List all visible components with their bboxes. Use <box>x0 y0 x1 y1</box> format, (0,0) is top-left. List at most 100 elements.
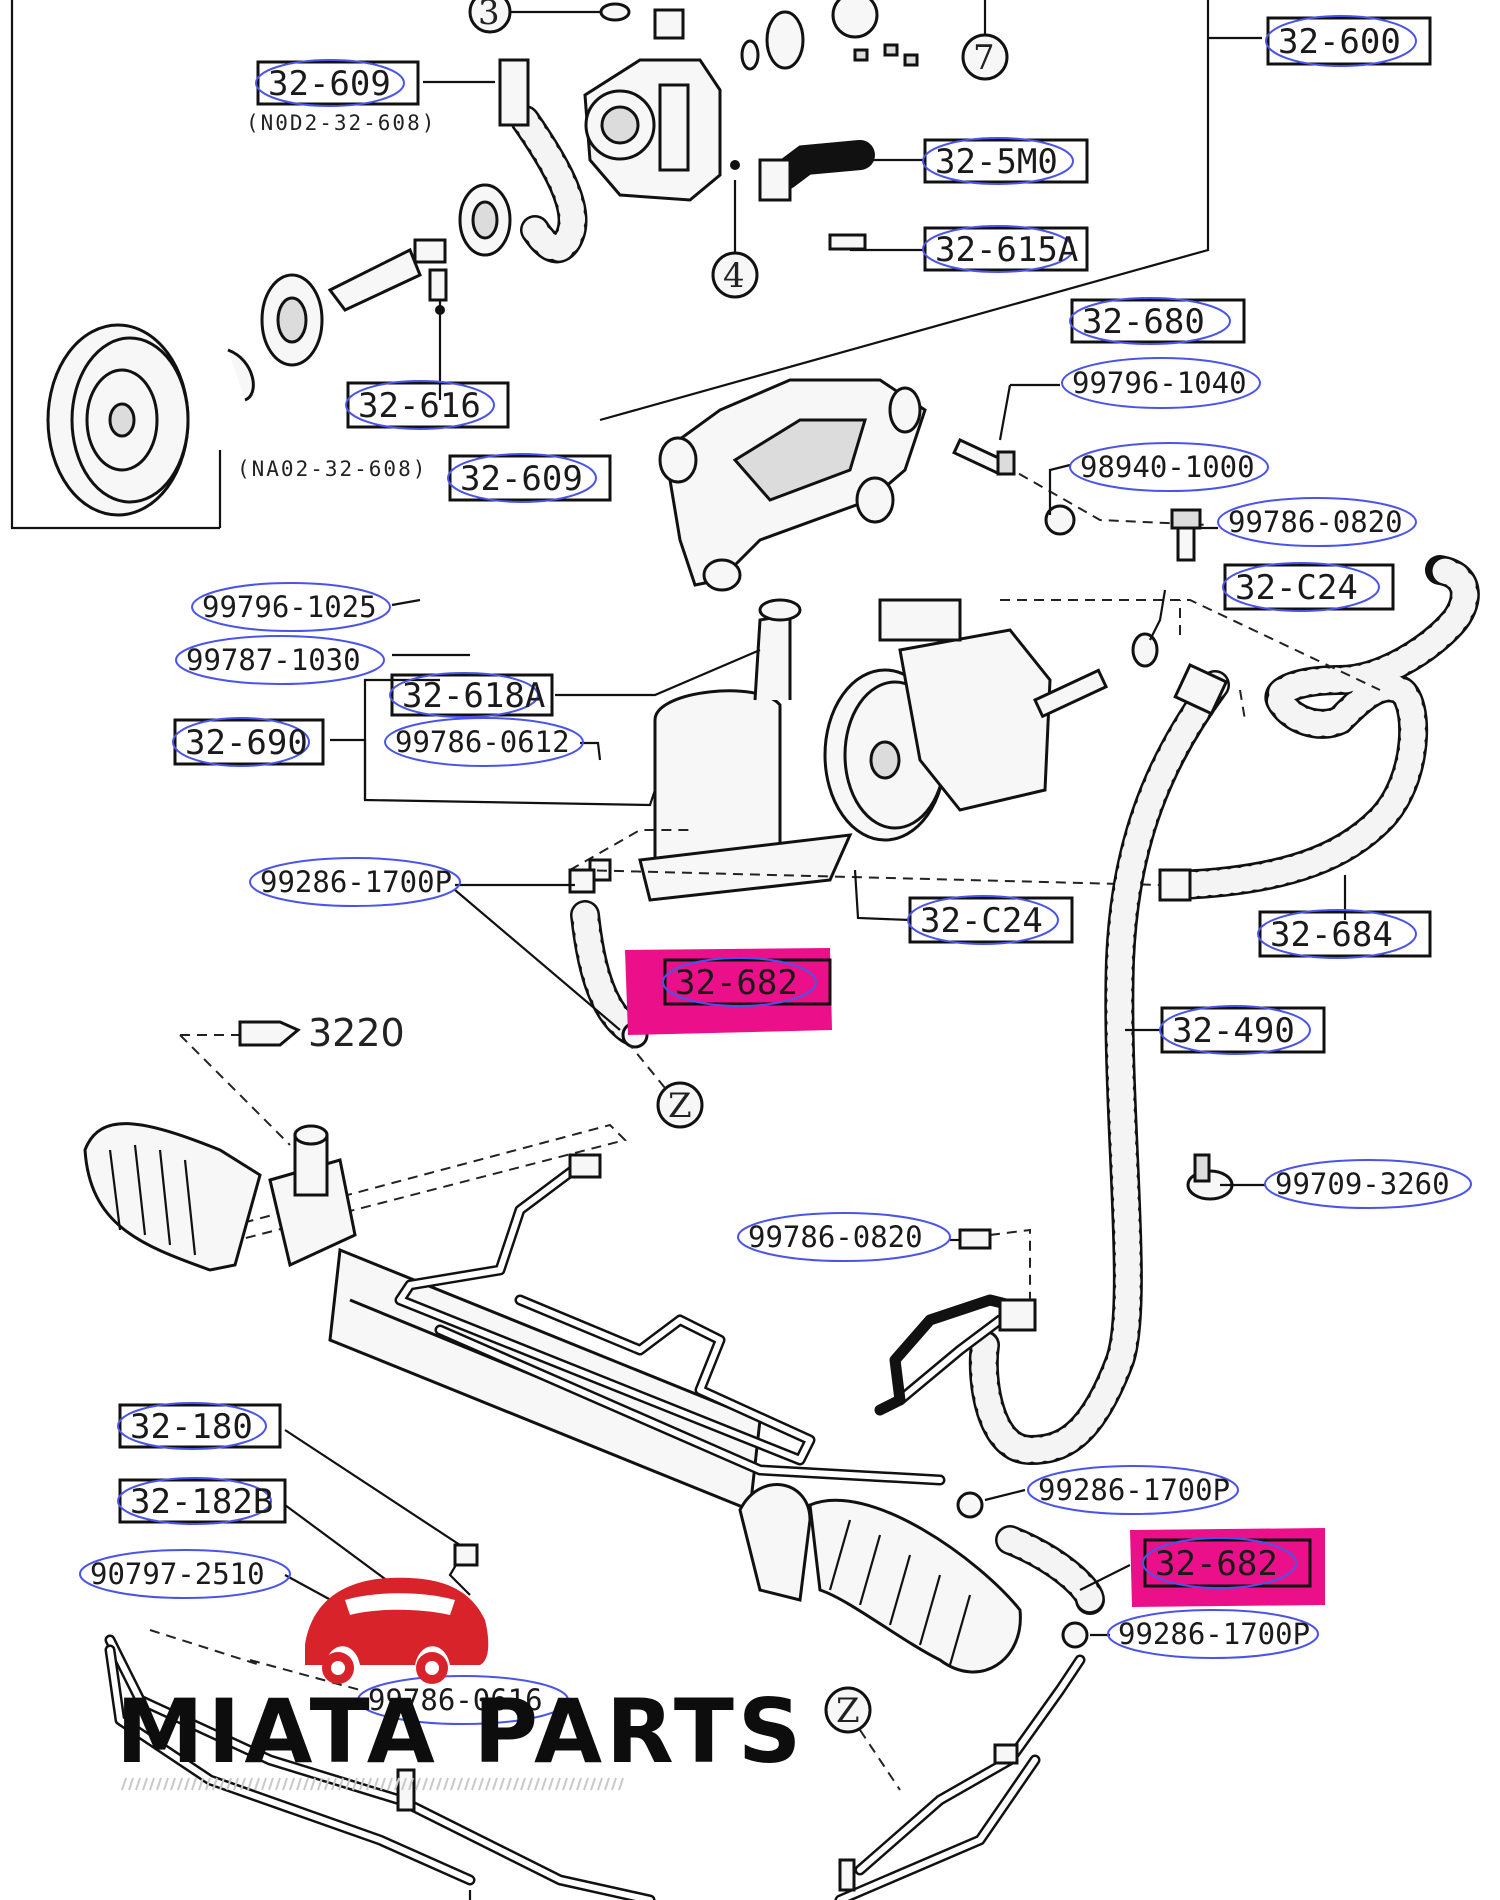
callout-32-684: 32-684 <box>1257 909 1432 959</box>
ref-3220: 3220 <box>179 1011 405 1146</box>
callout-oval <box>175 635 385 685</box>
callout-text: 32-615A <box>935 230 1078 270</box>
callout-text: 32-600 <box>1278 22 1401 62</box>
callout-text: 32-C24 <box>920 901 1043 941</box>
bolt-99796-1040 <box>952 438 1016 476</box>
pipe-pressure-top <box>758 140 875 202</box>
callout-box <box>346 381 510 429</box>
callout-99786-0820-top: 99786-0820 <box>1217 497 1417 547</box>
pump-pulley <box>46 183 512 517</box>
callout-32-180: 32-180 <box>117 1402 282 1450</box>
callout-32-c24-mid: 32-C24 <box>907 895 1074 945</box>
callout-32-5m0: 32-5M0 <box>922 137 1089 185</box>
callout-99709-3260: 99709-3260 <box>1264 1159 1472 1209</box>
callout-text: 99286-1700P <box>1118 1617 1310 1651</box>
callout-text: 32-690 <box>185 723 308 763</box>
circled-ref-3: 3 <box>468 0 631 34</box>
svg-text:7: 7 <box>973 38 995 78</box>
svg-text:3: 3 <box>478 0 500 33</box>
circled-ref-7: 7 <box>961 0 1009 81</box>
svg-text:Z: Z <box>836 1691 860 1731</box>
callout-oval <box>1061 357 1261 409</box>
callout-99796-1040: 99796-1040 <box>1061 357 1261 409</box>
callout-oval <box>389 672 539 718</box>
callout-text: 90797-2510 <box>90 1557 265 1591</box>
hose-32-682-bottom <box>956 1491 1105 1649</box>
callout-text: 99786-0820 <box>748 1220 923 1254</box>
callout-text: 99786-0820 <box>1228 505 1403 539</box>
callout-oval <box>1107 1609 1319 1659</box>
callout-box <box>173 718 325 766</box>
callout-text: 32-5M0 <box>935 142 1058 182</box>
callout-oval <box>907 895 1059 945</box>
callout-box <box>1160 1006 1326 1054</box>
callout-oval <box>737 1212 951 1262</box>
callout-text: 99286-1700P <box>260 865 452 899</box>
bolt-99786-0820-mid <box>958 1228 992 1250</box>
callout-32-609-mid: 32-609 <box>447 453 612 503</box>
callout-box <box>118 1478 287 1524</box>
callout-oval <box>1257 909 1417 959</box>
callout-text: 99286-1700P <box>1038 1473 1230 1507</box>
callout-text: 98940-1000 <box>1080 450 1255 484</box>
callout-32-680: 32-680 <box>1069 297 1246 345</box>
brand-watermark: MIATA PARTS <box>116 1577 801 1791</box>
callout-32-682-top: 32-682 <box>662 957 832 1007</box>
clamp-32-c24-top <box>1131 632 1159 668</box>
leader-lines <box>284 80 1347 1637</box>
pump-housing-top <box>583 0 919 202</box>
callout-box <box>1143 1538 1312 1588</box>
callout-text: 32-609 <box>460 459 583 499</box>
callout-text: 32-618A <box>402 676 545 716</box>
callout-box <box>118 1403 282 1449</box>
callout-99787-1030: 99787-1030 <box>175 635 385 685</box>
callout-oval <box>384 717 584 767</box>
dash-bottom-left <box>149 1629 361 1691</box>
callout-text: 32-609 <box>268 64 391 104</box>
callout-99286-1700p-mid: 99286-1700P <box>1027 1465 1239 1515</box>
callout-99796-1025: 99796-1025 <box>191 582 391 632</box>
bolt-99786-0820-top <box>1170 508 1202 562</box>
callout-oval <box>662 957 817 1007</box>
hose-32-490 <box>968 663 1230 1466</box>
callout-32-490: 32-490 <box>1159 1005 1326 1055</box>
callout-text: 32-616 <box>358 386 481 426</box>
callout-text: 99709-3260 <box>1275 1167 1450 1201</box>
callout-99786-0820-mid: 99786-0820 <box>737 1212 951 1262</box>
callout-99786-0612: 99786-0612 <box>384 717 584 767</box>
note-nd02-32-608: (N0D2-32-608) <box>246 111 436 135</box>
callout-90797-2510: 90797-2510 <box>79 1549 291 1599</box>
bracket-32-680 <box>658 378 927 592</box>
callout-oval <box>1069 297 1231 345</box>
callout-text: 99786-0612 <box>395 725 570 759</box>
callout-text: 32-C24 <box>1235 568 1358 608</box>
callout-text: 32-490 <box>1172 1011 1295 1051</box>
callout-text: 32-182B <box>130 1482 273 1522</box>
callout-box <box>448 454 612 502</box>
callout-text: 32-682 <box>1155 1544 1278 1584</box>
frame-top-left <box>10 0 222 530</box>
callout-oval <box>1264 1159 1472 1209</box>
clamp-99709-3260 <box>1186 1153 1234 1201</box>
callout-box <box>908 896 1074 944</box>
callout-text: 32-180 <box>130 1407 253 1447</box>
callout-box <box>923 138 1089 184</box>
frame-top-right <box>599 0 1210 422</box>
highlight-32-682-top <box>625 948 832 1035</box>
dash-bolt-99786-0820 <box>989 1228 1031 1300</box>
callout-oval <box>1069 442 1269 492</box>
callout-text: 99796-1040 <box>1072 366 1247 400</box>
callout-oval <box>1265 15 1417 67</box>
callout-text: 32-682 <box>675 963 798 1003</box>
svg-text:4: 4 <box>723 256 745 296</box>
circled-ref-z-bottom: Z <box>824 1686 901 1791</box>
callout-oval <box>117 1477 272 1525</box>
callout-oval <box>447 453 597 503</box>
callout-oval <box>255 59 405 107</box>
reservoir-32-690 <box>569 598 853 902</box>
svg-text:Z: Z <box>668 1086 692 1126</box>
ref-3220-text: 3220 <box>308 1011 405 1055</box>
callout-text: 99786-0616 <box>368 1683 543 1717</box>
hose-32-684 <box>1158 555 1480 902</box>
